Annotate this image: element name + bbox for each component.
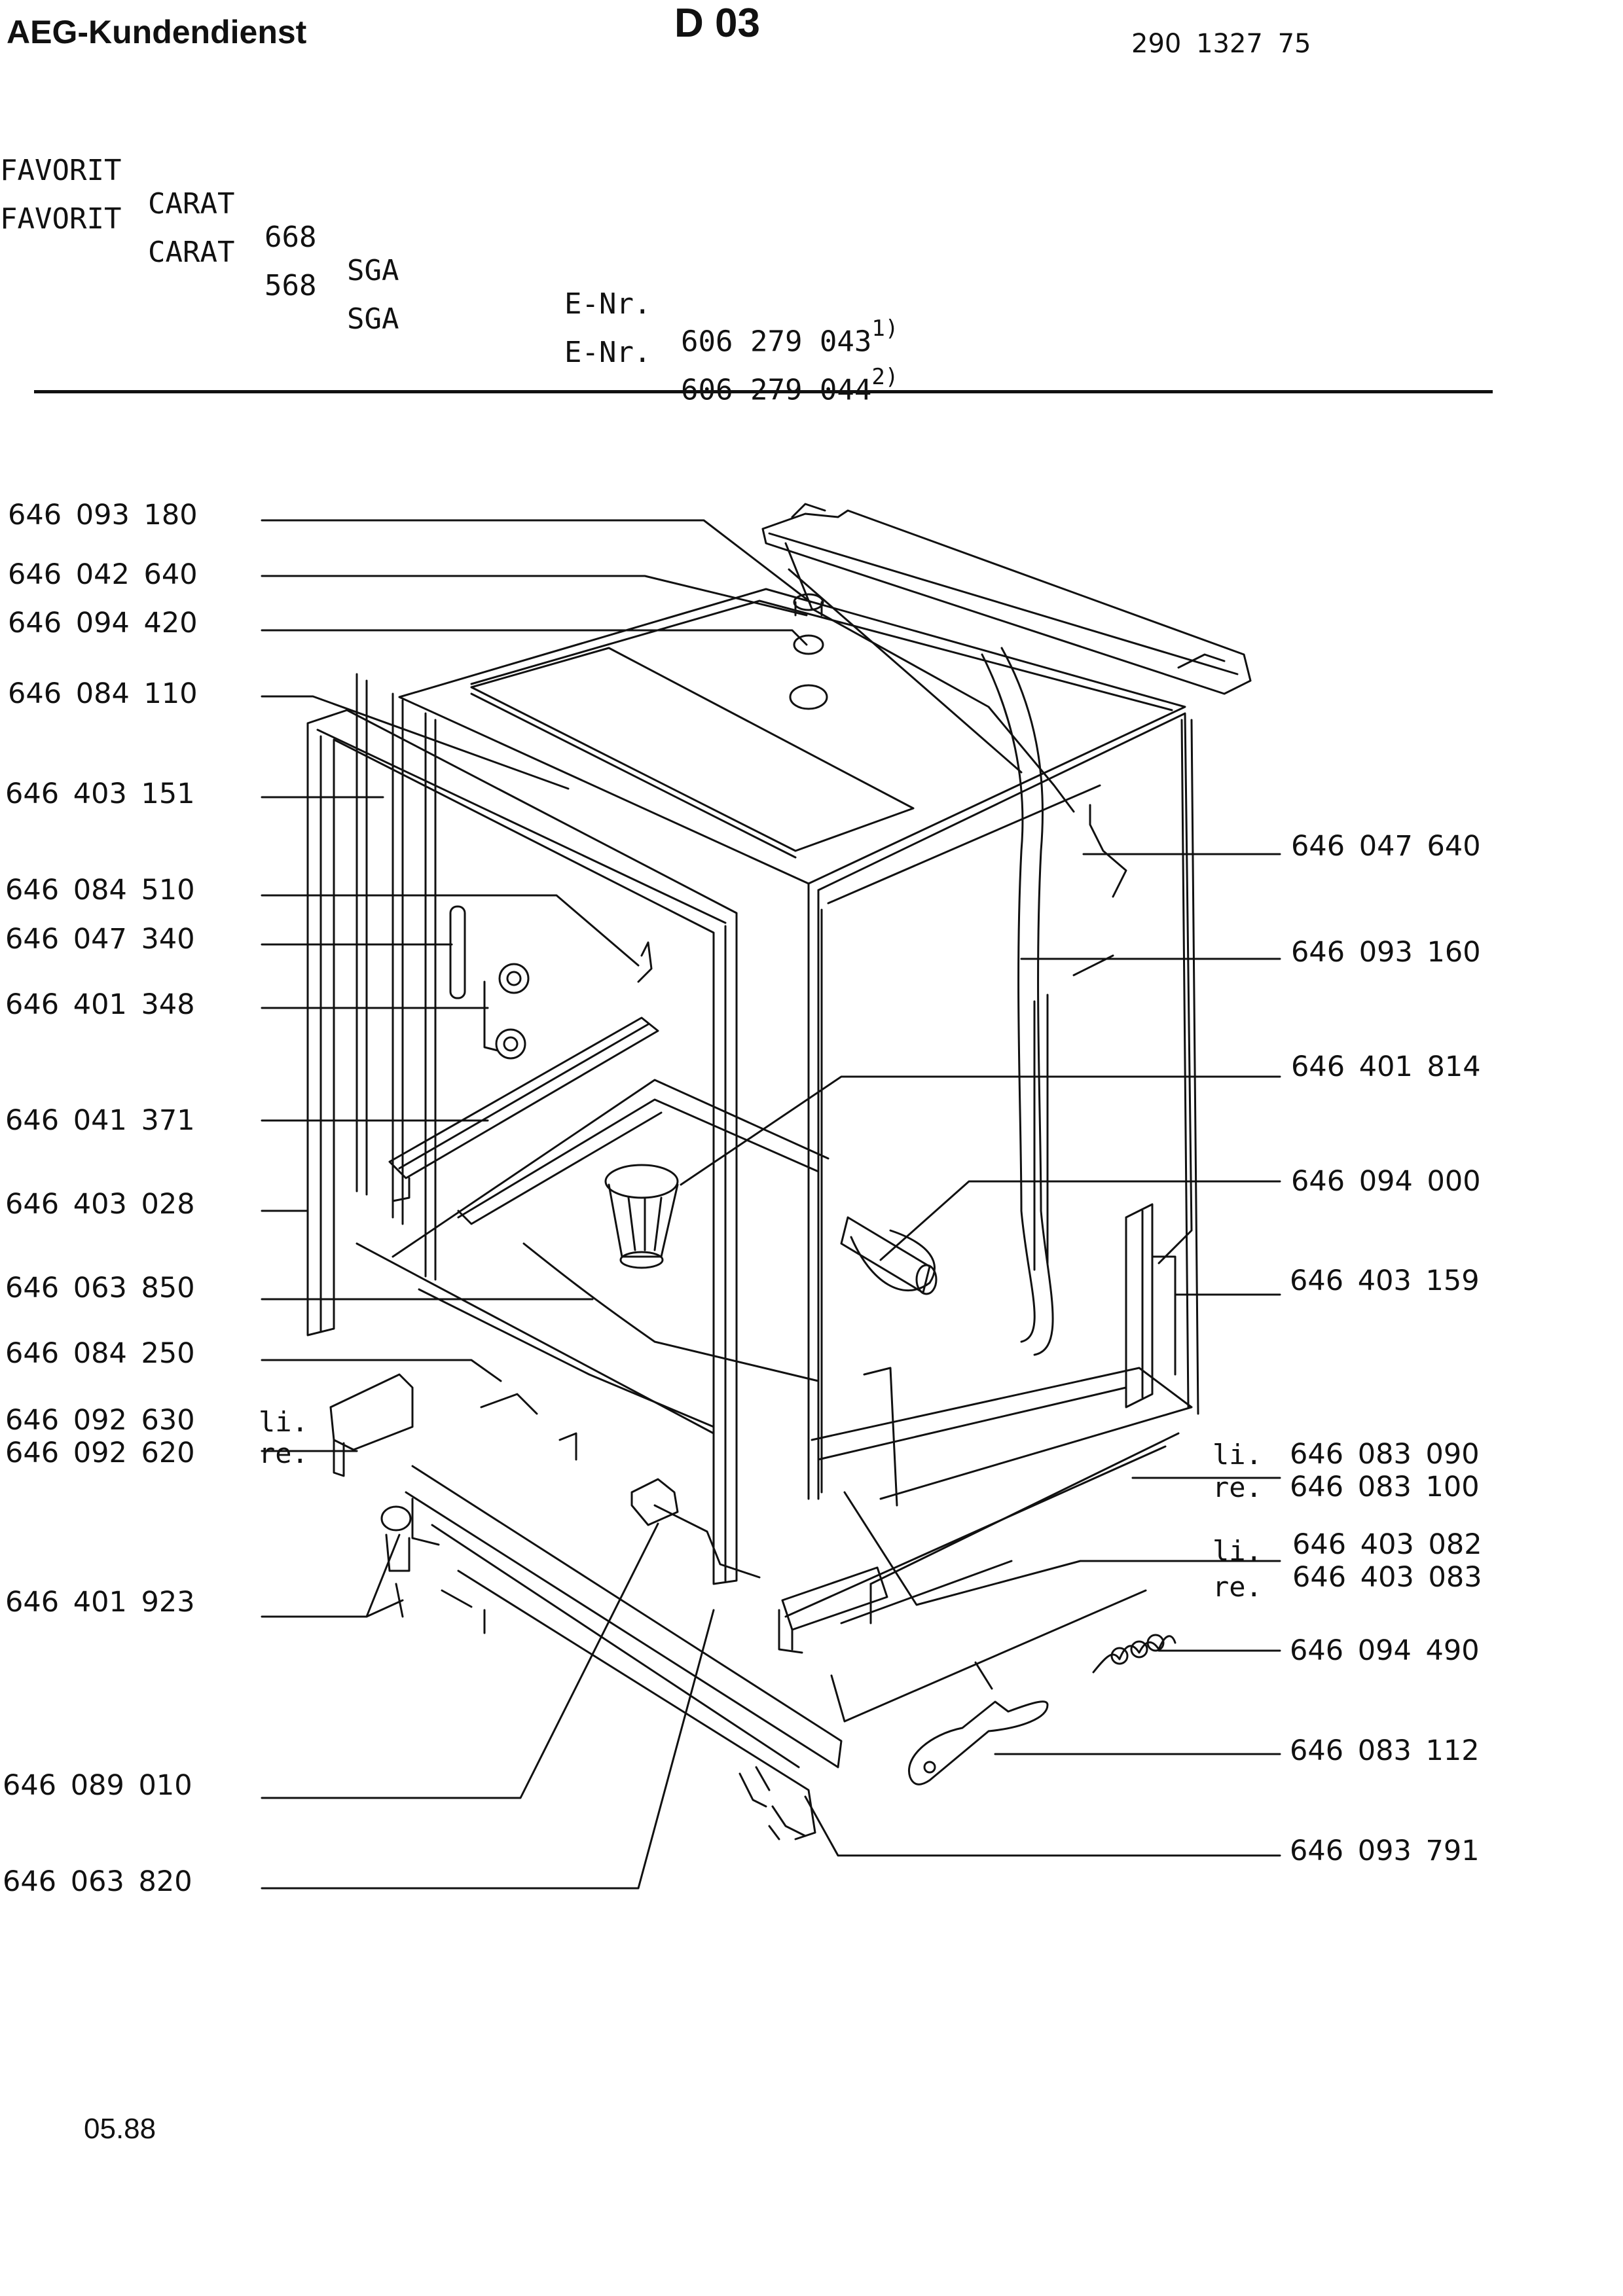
model-row-2: FAVORIT CARAT 568 SGA E-Nr. 606 279 0442… [0,169,898,436]
brand-title: AEG-Kundendienst [7,14,307,50]
front-door-frame [308,710,737,1584]
part-number: 646 083 100 [1290,1471,1480,1503]
part-number: 646 083 090 [1290,1438,1480,1471]
part-number: 646 094 420 [8,607,198,639]
part-number: 646 041 371 [5,1104,195,1137]
revision-date: 05.88 [84,2113,156,2145]
side-label-left: li. [1213,1439,1262,1471]
left-feet [331,1374,412,1617]
bottom-hinge-parts [782,1568,887,1649]
enr-label: E-Nr. [564,287,651,321]
model-variant: SGA [347,302,399,336]
part-number: 646 093 791 [1290,1835,1480,1867]
part-number: 646 403 159 [1290,1265,1480,1297]
model-name: FAVORIT [0,154,122,187]
part-number: 646 084 510 [5,874,195,906]
model-name: FAVORIT [0,202,122,236]
bottom-legs [769,1806,805,1839]
part-number: 646 084 110 [8,677,198,710]
front-bottom-rails [406,1466,841,1839]
upper-rail [390,1018,661,1224]
heater-cylinder [841,1217,936,1294]
door-clips [481,1394,678,1525]
model-number: 568 [264,269,317,302]
footnote-mark: 1) [871,315,899,342]
part-number: 646 084 250 [5,1337,195,1370]
part-number: 646 047 640 [1291,830,1481,863]
side-label-right: re. [1213,1571,1262,1603]
top-rail [763,504,1250,694]
lever [909,1662,1048,1784]
base-frame [779,1368,1192,1721]
side-label-right: re. [1213,1471,1262,1503]
part-number: 646 063 850 [5,1272,195,1304]
part-number: 646 093 160 [1291,936,1481,969]
enr-label: E-Nr. [564,336,651,369]
model-variant: SGA [347,254,399,287]
leader-lines-left [262,520,811,1888]
side-label-right: re. [259,1437,308,1469]
part-number: 646 083 112 [1290,1734,1480,1767]
part-number: 646 401 348 [5,988,195,1021]
side-label-left: li. [259,1406,308,1438]
sheet-code: D 03 [674,1,760,46]
part-number: 646 403 082 [1292,1528,1482,1561]
part-number: 646 063 820 [3,1865,192,1898]
hinge-parts [450,906,651,1058]
enr-value: 606 279 043 [681,325,872,359]
filter-cup [606,1165,678,1268]
side-label-left: li. [1213,1535,1262,1567]
model-line: CARAT [148,187,235,221]
part-number: 646 401 814 [1291,1050,1481,1083]
part-number: 646 089 010 [3,1769,192,1802]
part-number: 646 094 000 [1291,1165,1481,1198]
part-number: 646 403 151 [5,778,195,810]
footnote-mark: 2) [871,364,899,390]
part-number: 646 042 640 [8,558,198,591]
cabinet-body [399,543,1198,1499]
part-number: 646 094 490 [1290,1634,1480,1667]
model-number: 668 [264,221,317,254]
part-number: 646 403 028 [5,1188,195,1221]
document-number: 290 1327 75 [1131,29,1311,59]
leader-lines-right [681,854,1280,1856]
model-line: CARAT [148,236,235,269]
tub-interior [357,1080,828,1433]
part-number: 646 092 630 [5,1404,195,1437]
part-number: 646 047 340 [5,923,195,956]
enr-number: 606 279 0431) [681,315,898,359]
part-number: 646 403 083 [1292,1561,1482,1594]
part-number: 646 401 923 [5,1586,195,1619]
drain-hose [851,648,1053,1355]
model-row-1: FAVORIT CARAT 668 SGA E-Nr. 606 279 0431… [0,120,898,387]
right-bracket [1126,1204,1175,1407]
top-fittings [790,594,827,709]
door-seal-strips [357,674,435,1280]
header-divider [34,390,1493,393]
spring [1093,1635,1175,1672]
part-number: 646 093 180 [8,499,198,531]
part-number: 646 092 620 [5,1437,195,1469]
